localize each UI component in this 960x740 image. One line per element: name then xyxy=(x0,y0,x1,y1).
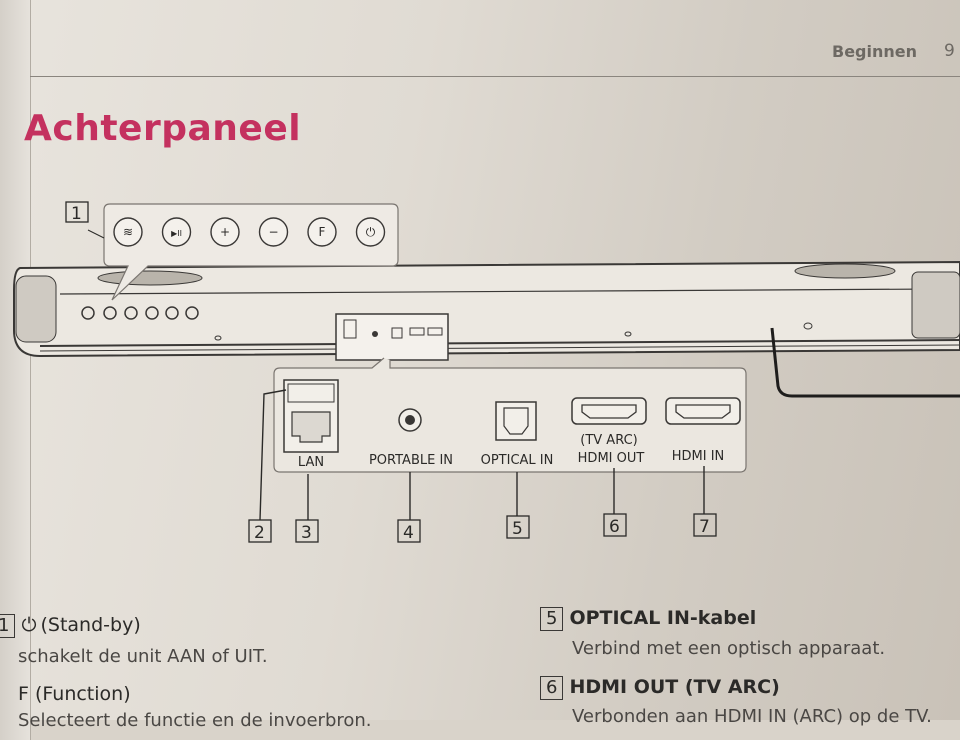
callout-boxes xyxy=(248,513,717,543)
callout-5: 5 xyxy=(512,519,523,539)
description-5-number: 5 xyxy=(540,607,564,631)
label-hdmi-out: HDMI OUT xyxy=(578,451,645,466)
rear-panel-diagram: ≋ ▶II + − F ⏻ 1 LAN PORTABLE IN xyxy=(13,201,960,543)
label-tv-arc: (TV ARC) xyxy=(580,433,637,448)
callout-3: 3 xyxy=(301,523,312,543)
power-icon: ⏻ xyxy=(21,614,37,636)
soundbar-body xyxy=(13,260,960,398)
description-6-body: Verbonden aan HDMI IN (ARC) op de TV. xyxy=(572,706,932,727)
callout-7: 7 xyxy=(699,517,710,537)
function-icon: F xyxy=(319,225,326,239)
description-f-title: F (Function) xyxy=(18,683,131,705)
leader-lines xyxy=(259,389,705,521)
description-6-title: HDMI OUT (TV ARC) xyxy=(569,676,780,698)
page-number: 9 xyxy=(944,41,955,61)
description-1-body: schakelt de unit AAN of UIT. xyxy=(18,646,268,667)
description-5-title: OPTICAL IN-kabel xyxy=(569,607,757,629)
description-1-number: 1 xyxy=(0,614,16,638)
label-optical-in: OPTICAL IN xyxy=(481,453,554,468)
previous-page-edge xyxy=(0,0,31,740)
ports-zoom-panel: LAN PORTABLE IN OPTICAL IN (TV ARC) HDMI… xyxy=(273,357,747,473)
description-1: 1⏻(Stand-by) xyxy=(0,614,141,638)
power-button[interactable] xyxy=(355,217,386,247)
plus-icon: + xyxy=(220,225,230,239)
header-rule xyxy=(30,76,960,77)
power-icon: ⏻ xyxy=(366,225,376,239)
description-1-title: (Stand-by) xyxy=(40,614,141,636)
minus-icon: − xyxy=(268,225,278,239)
description-f-body: Selecteert de functie en de invoerbron. xyxy=(18,710,372,731)
callout-1: 1 xyxy=(71,204,82,224)
description-5-body: Verbind met een optisch apparaat. xyxy=(572,638,886,659)
hdmi-out-port xyxy=(571,397,647,425)
callout-box-1 xyxy=(65,201,89,223)
function-button[interactable] xyxy=(307,217,337,247)
minus-button[interactable] xyxy=(258,217,289,247)
label-hdmi-in: HDMI IN xyxy=(672,449,725,464)
callout-2: 2 xyxy=(254,523,265,543)
callout-6: 6 xyxy=(609,517,620,537)
plus-button[interactable] xyxy=(210,217,240,247)
page-title: Achterpaneel xyxy=(24,108,302,149)
wifi-button[interactable] xyxy=(113,217,143,247)
label-portable-in: PORTABLE IN xyxy=(369,453,453,468)
wifi-icon: ≋ xyxy=(123,225,133,239)
header-section-label: Beginnen xyxy=(832,42,918,61)
description-6-number: 6 xyxy=(540,676,564,700)
label-lan: LAN xyxy=(298,455,324,470)
top-button-panel: ≋ ▶II + − F ⏻ xyxy=(113,217,386,247)
callout-4: 4 xyxy=(403,523,414,543)
side-button-row xyxy=(81,306,199,320)
play-pause-icon: ▶II xyxy=(171,229,182,238)
play-pause-button[interactable] xyxy=(161,217,192,247)
hdmi-in-port xyxy=(665,397,741,425)
